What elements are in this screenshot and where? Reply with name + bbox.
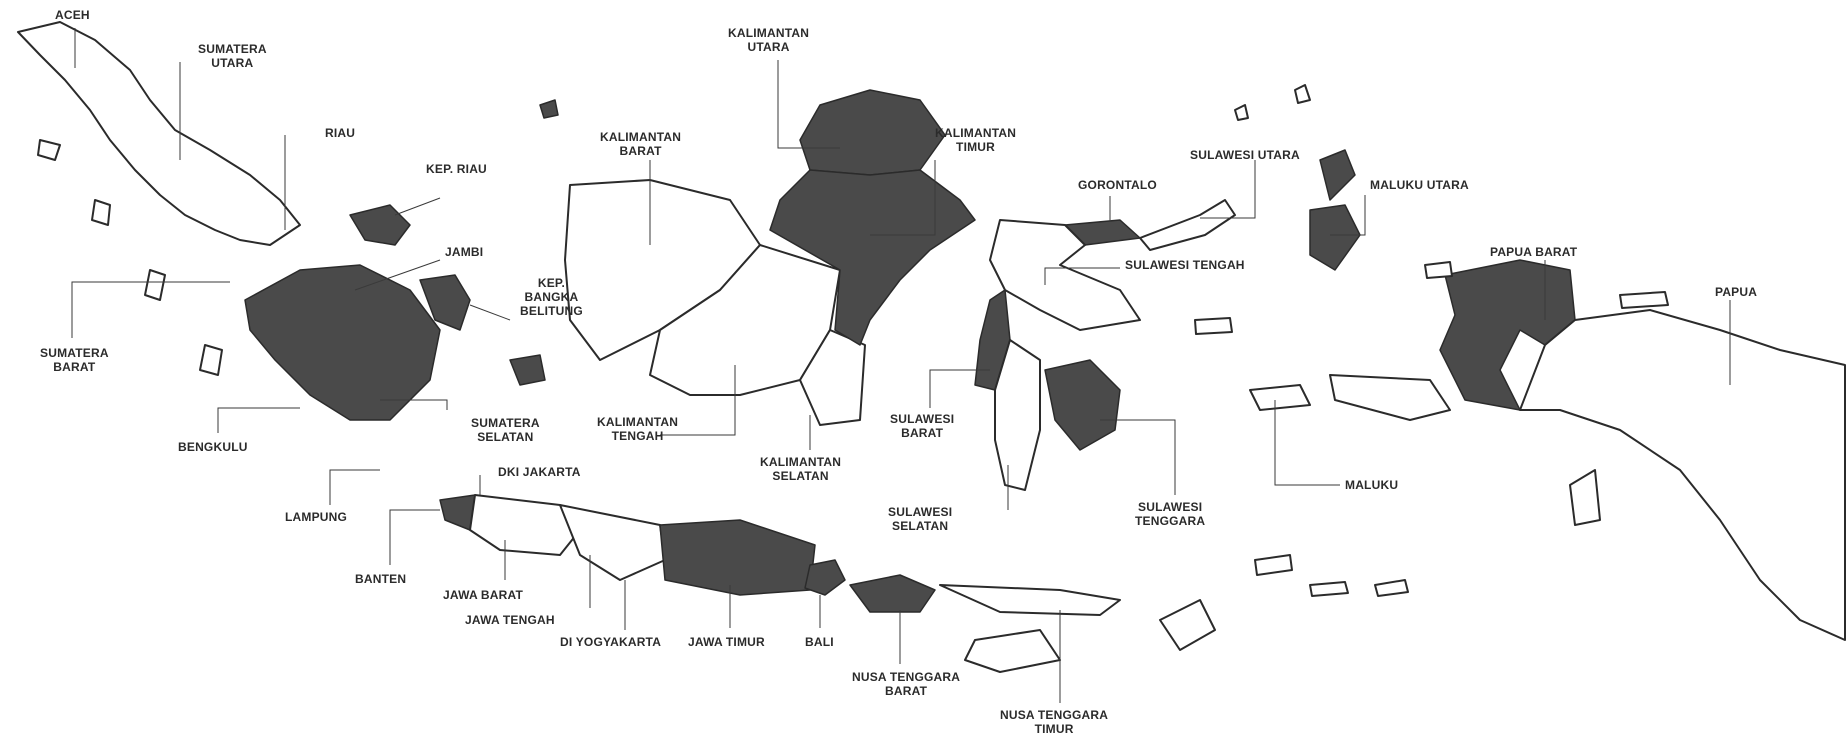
islet [1194, 317, 1233, 335]
region-kalimantan-selatan [799, 329, 866, 426]
leader-kalimantan-tengah [660, 365, 736, 436]
leader-kalimantan-timur [870, 160, 936, 236]
region-sumatera-utara [17, 21, 301, 246]
islet [1374, 579, 1409, 597]
label-sulawesi-utara: SULAWESI UTARA [1190, 148, 1300, 162]
label-gorontalo: GORONTALO [1078, 178, 1157, 192]
islet [1309, 581, 1349, 597]
region-jawa-tengah [559, 504, 666, 581]
label-di-yogyakarta: DI YOGYAKARTA [560, 635, 662, 649]
islet [1619, 291, 1669, 309]
landmasses [17, 21, 1846, 673]
leader-kep-riau [394, 197, 441, 216]
label-dki-jakarta: DKI JAKARTA [498, 465, 581, 479]
region-bali [804, 559, 846, 596]
leader-sulawesi-utara [1200, 160, 1256, 219]
islet [1294, 84, 1311, 104]
leader-maluku-utara [1330, 195, 1366, 236]
region-sulawesi-selatan [994, 339, 1041, 491]
label-lampung: LAMPUNG [285, 510, 348, 524]
islet [1424, 261, 1453, 279]
label-papua-barat: PAPUA BARAT [1490, 245, 1578, 259]
islet [37, 139, 61, 161]
islet [144, 269, 166, 301]
region-sulawesi-utara [1139, 199, 1236, 251]
region-kep-riau [349, 99, 559, 246]
region-maluku [1249, 374, 1601, 526]
label-maluku: MALUKU [1345, 478, 1399, 492]
label-riau: RIAU [325, 126, 356, 140]
leader-kep-bangka-belitung [469, 304, 511, 321]
leader-maluku [1274, 400, 1340, 486]
islet [1234, 104, 1249, 121]
leader-sumatera-selatan [380, 399, 448, 410]
region-nusa-tenggara-barat [849, 574, 936, 613]
leader-banten [389, 509, 440, 565]
label-bali: BALI [805, 635, 834, 649]
region-sumatera-selatan [244, 264, 441, 421]
region-kalimantan-timur [769, 169, 976, 346]
region-jawa-timur [659, 519, 816, 596]
leader-bengkulu [217, 407, 300, 433]
region-maluku-utara [1309, 149, 1361, 271]
region-papua [1519, 309, 1846, 641]
region-sulawesi-tenggara [1044, 359, 1121, 451]
label-jawa-timur: JAWA TIMUR [688, 635, 765, 649]
islet [199, 344, 223, 376]
leader-sumatera-barat [71, 281, 230, 338]
label-jambi: JAMBI [445, 245, 484, 259]
region-jawa-barat [469, 494, 581, 556]
leader-sulawesi-barat [929, 369, 990, 408]
region-kalimantan-utara [799, 89, 946, 176]
label-jawa-tengah: JAWA TENGAH [465, 613, 555, 627]
region-papua-barat [1439, 259, 1576, 411]
label-bengkulu: BENGKULU [178, 440, 248, 454]
leader-sulawesi-tenggara [1100, 419, 1176, 495]
leader-jambi [354, 259, 441, 291]
islet [1254, 554, 1293, 576]
region-sulawesi-tengah [989, 219, 1141, 331]
region-kep-bangka-belitung [419, 274, 546, 386]
label-sulawesi-tengah: SULAWESI TENGAH [1125, 258, 1245, 272]
label-aceh: ACEH [55, 8, 90, 22]
label-jawa-barat: JAWA BARAT [443, 588, 523, 602]
leader-sulawesi-tengah [1044, 267, 1120, 285]
leader-lampung [329, 469, 380, 505]
label-banten: BANTEN [355, 572, 407, 586]
label-papua: PAPUA [1715, 285, 1758, 299]
leader-kalimantan-utara [777, 60, 840, 149]
islet [91, 199, 111, 226]
label-kep-riau: KEP. RIAU [426, 162, 487, 176]
leader-lines [71, 28, 1731, 703]
label-maluku-utara: MALUKU UTARA [1370, 178, 1469, 192]
region-nusa-tenggara-timur [939, 584, 1216, 673]
